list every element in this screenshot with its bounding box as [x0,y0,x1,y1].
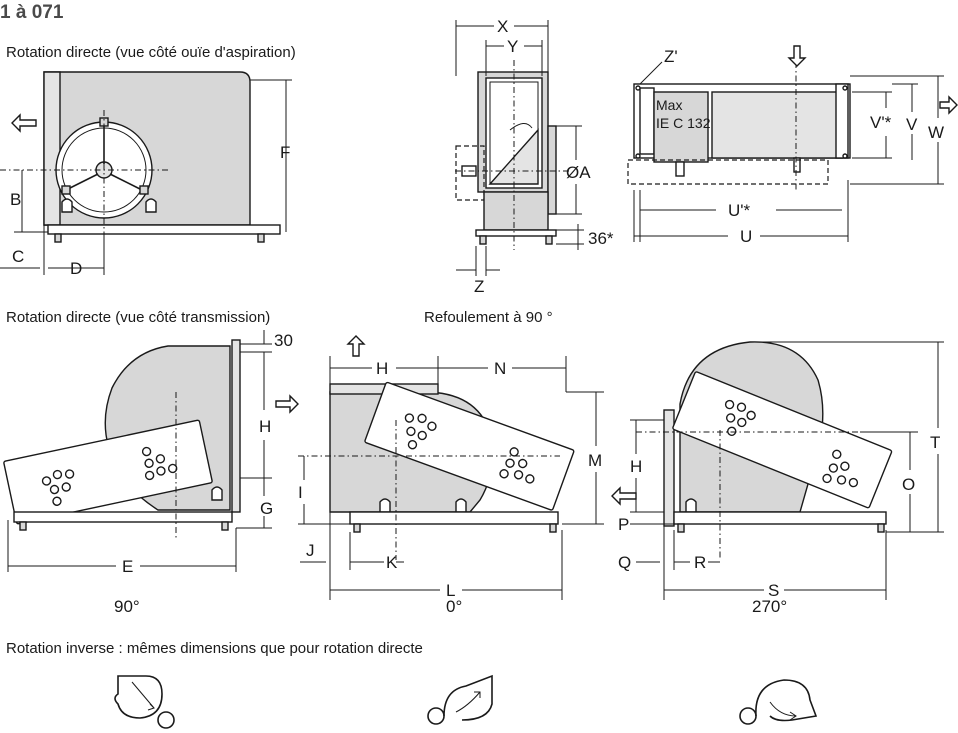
rotation-clockwise-icon [114,675,175,729]
view-front-suction: F B C D [0,71,292,278]
dim-L: L [446,581,455,600]
rotation-270-icon [739,679,818,725]
dim-B: B [10,190,21,209]
dim-J: J [306,541,315,560]
motor-label-2: IE C 132 [656,115,711,131]
dim-H-0: H [376,359,388,378]
dim-N: N [494,359,506,378]
view-0: H N M I J K L 0° [298,335,604,616]
dim-S: S [768,581,779,600]
caption-top-left: Rotation directe (vue côté ouïe d'aspira… [6,44,296,61]
header-title: 1 à 071 [0,2,64,23]
dim-I: I [298,483,303,502]
caption-bottom: Rotation inverse : mêmes dimensions que … [6,640,423,657]
dim-A: ØA [566,163,591,182]
angle-90: 90° [114,597,140,616]
rotation-ccw-icon [427,674,493,725]
dim-W: W [928,123,944,142]
dim-O: O [902,475,915,494]
arrow-right-icon [939,95,958,115]
dim-R: R [694,553,706,572]
view-270: T O H P Q R S 270° [611,341,944,616]
arrow-right-icon-2 [275,394,299,414]
dim-Z: Z [474,277,484,296]
dim-V-star: V'* [870,113,892,132]
dim-U-star: U'* [728,201,751,220]
dim-Q: Q [618,553,631,572]
view-top: Max IE C 132 Z' V'* V W U'* [627,45,958,246]
dim-E: E [122,557,133,576]
dim-G: G [260,499,273,518]
dim-P: P [618,515,629,534]
dim-H-90: H [259,417,271,436]
motor-label-1: Max [656,97,682,113]
caption-mid-center: Refoulement à 90 ° [424,309,553,326]
arrow-up-icon [346,335,366,357]
dim-U: U [740,227,752,246]
view-side: X Y ØA 36* Z [455,17,614,296]
angle-0: 0° [446,597,462,616]
dim-C: C [12,247,24,266]
dim-D: D [70,259,82,278]
arrow-down-icon [787,45,807,67]
dim-30: 30 [274,331,293,350]
dim-V: V [906,115,918,134]
dim-H-270: H [630,457,642,476]
dim-K: K [386,553,398,572]
dim-36: 36* [588,229,614,248]
arrow-left-icon-2 [611,486,637,506]
caption-mid-left: Rotation directe (vue côté transmission) [6,309,270,326]
dim-T: T [930,433,940,452]
dim-M: M [588,451,602,470]
dim-F: F [280,143,290,162]
arrow-left-icon [11,113,37,133]
angle-270: 270° [752,597,787,616]
view-90: 30 H G E 90° [3,330,299,616]
dim-Y: Y [507,37,518,56]
dim-X: X [497,17,508,36]
dim-Z-prime: Z' [664,47,678,66]
